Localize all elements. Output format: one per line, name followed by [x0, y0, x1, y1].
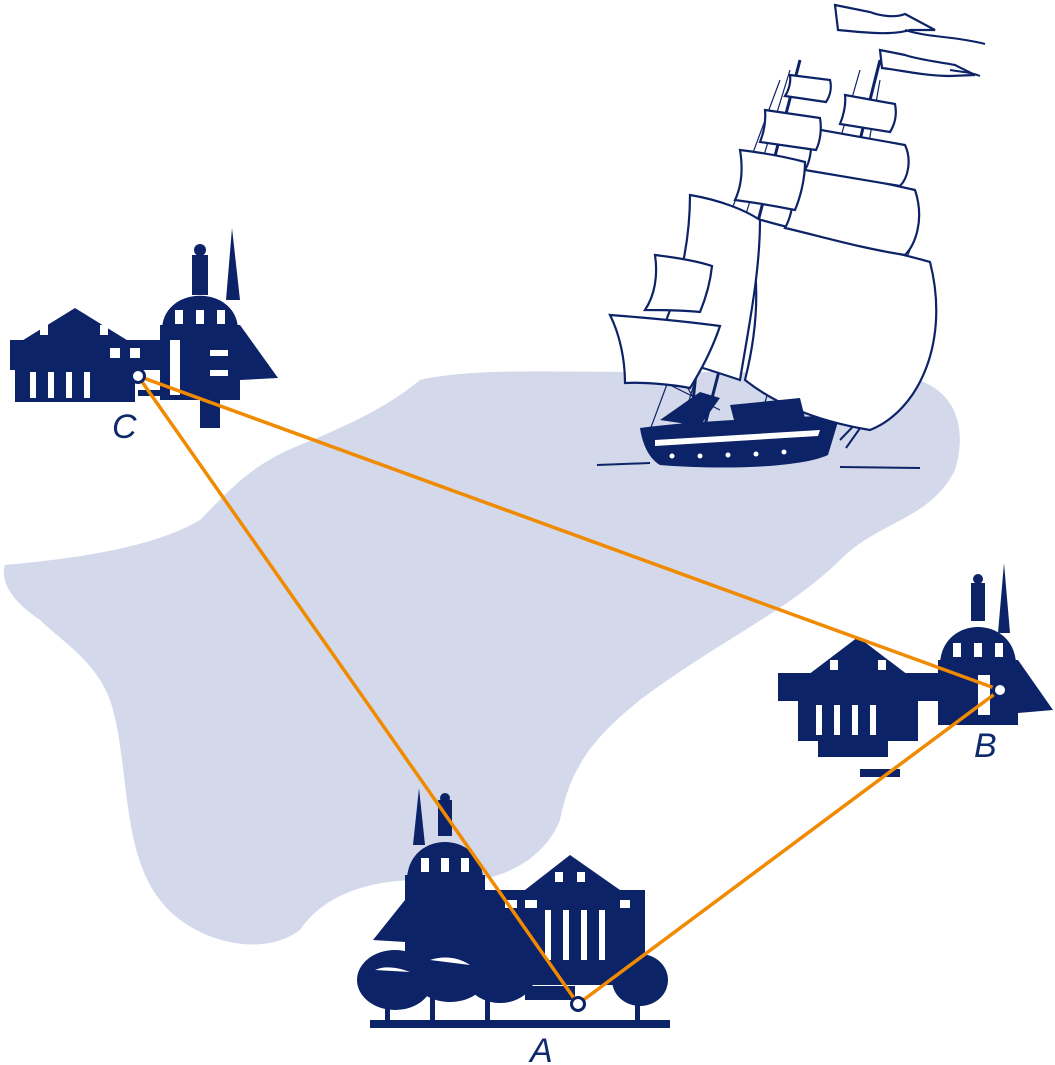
point-marker-B: [992, 682, 1008, 698]
domed-building-icon: [778, 563, 1053, 777]
point-label-A: A: [528, 1032, 553, 1065]
sailing-ship-icon: [596, 3, 986, 469]
segment-A-B: [576, 688, 1002, 1006]
triangle-edges: [136, 374, 1002, 1006]
point-marker-A: [570, 996, 586, 1012]
lake-shape: [3, 371, 960, 945]
segment-C-A: [136, 374, 580, 1006]
point-label-B: B: [974, 727, 997, 765]
domed-building-icon: [357, 788, 670, 1028]
segment-B-C: [137, 374, 1001, 692]
point-marker-C: [130, 368, 146, 384]
domed-building-icon: [10, 228, 278, 428]
point-label-C: C: [112, 408, 137, 446]
